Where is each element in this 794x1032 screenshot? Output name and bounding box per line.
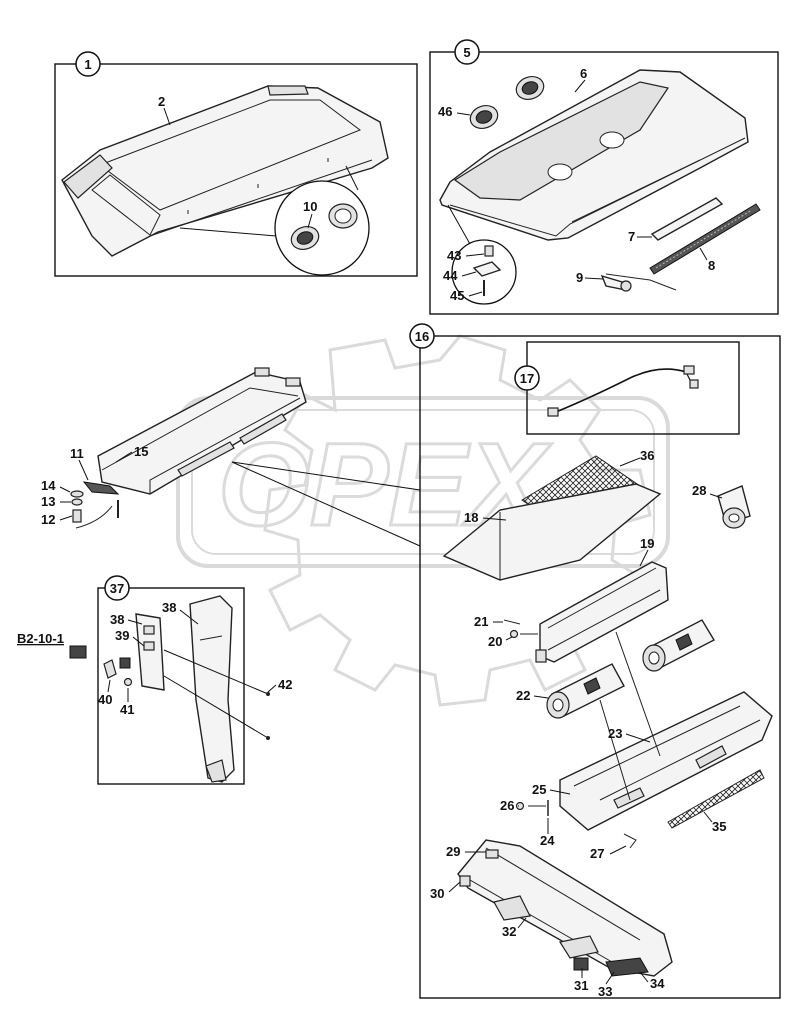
hvac-housing-lower-part bbox=[457, 839, 673, 977]
reference-part-icon bbox=[69, 645, 87, 659]
callout-28: 28 bbox=[692, 483, 706, 498]
evaporator-part-19 bbox=[535, 561, 669, 663]
callout-24: 24 bbox=[540, 833, 555, 848]
vent-detail-circle bbox=[179, 165, 370, 276]
wire-harness-part bbox=[547, 365, 699, 417]
callout-27: 27 bbox=[590, 846, 604, 861]
group-1: 1 2 10 bbox=[54, 51, 418, 277]
callout-29: 29 bbox=[446, 844, 460, 859]
callout-19: 19 bbox=[640, 536, 654, 551]
group-17-label: 17 bbox=[520, 371, 534, 386]
group-37: 37 38 38 39 40 41 bbox=[97, 575, 270, 785]
callout-32: 32 bbox=[502, 924, 516, 939]
callout-9: 9 bbox=[576, 270, 583, 285]
group-37-label: 37 bbox=[110, 581, 124, 596]
group-16-label: 16 bbox=[415, 329, 429, 344]
callout-31: 31 bbox=[574, 978, 588, 993]
filter-plate-part-18 bbox=[442, 483, 662, 581]
callout-15: 15 bbox=[134, 444, 148, 459]
callout-38-right: 38 bbox=[162, 600, 176, 615]
pillar-trim-part bbox=[189, 595, 235, 783]
callout-8: 8 bbox=[708, 258, 715, 273]
group-1-badge bbox=[75, 51, 101, 77]
callout-6: 6 bbox=[580, 66, 587, 81]
callout-36: 36 bbox=[640, 448, 654, 463]
group-1-frame bbox=[54, 63, 418, 277]
reference-link[interactable]: B2-10-1 bbox=[17, 631, 64, 646]
callout-40: 40 bbox=[98, 692, 112, 707]
callout-20: 20 bbox=[488, 634, 502, 649]
blower-motor-part-22b bbox=[642, 619, 715, 672]
callout-46: 46 bbox=[438, 104, 452, 119]
group-17: 17 bbox=[514, 341, 740, 435]
console-assembly bbox=[97, 367, 421, 547]
seal-part-8 bbox=[649, 203, 761, 275]
group-5-label: 5 bbox=[463, 45, 470, 60]
callout-13: 13 bbox=[41, 494, 55, 509]
vent-knob-46b bbox=[515, 76, 545, 100]
switch-panel-part bbox=[103, 613, 270, 740]
knob-part-28 bbox=[717, 485, 751, 529]
callout-18: 18 bbox=[464, 510, 478, 525]
callout-44: 44 bbox=[443, 268, 458, 283]
callout-2: 2 bbox=[158, 94, 165, 109]
callout-23: 23 bbox=[608, 726, 622, 741]
group-37-frame bbox=[97, 587, 245, 785]
group-5: 5 bbox=[429, 39, 779, 315]
callout-42: 42 bbox=[278, 677, 292, 692]
callout-12: 12 bbox=[41, 512, 55, 527]
strip-part-7 bbox=[650, 197, 724, 241]
callout-7: 7 bbox=[628, 229, 635, 244]
callout-41: 41 bbox=[120, 702, 134, 717]
group-1-label: 1 bbox=[84, 57, 91, 72]
group-17-badge bbox=[514, 365, 540, 391]
clip-part-9 bbox=[600, 273, 677, 292]
filter-strip-part-35 bbox=[667, 769, 765, 829]
callout-26: 26 bbox=[500, 798, 514, 813]
roof-panel-part bbox=[61, 85, 389, 257]
group-37-badge bbox=[104, 575, 130, 601]
callout-10: 10 bbox=[303, 199, 317, 214]
headliner-panel-part bbox=[439, 69, 749, 241]
group-16-badge bbox=[409, 323, 435, 349]
vent-knob-46a bbox=[469, 105, 499, 129]
callout-22: 22 bbox=[516, 688, 530, 703]
reference-b2-10-1[interactable]: B2-10-1 bbox=[17, 631, 87, 659]
fasteners-20-21 bbox=[503, 619, 538, 639]
bracket-parts-11-14 bbox=[70, 481, 120, 529]
callout-39: 39 bbox=[115, 628, 129, 643]
callout-30: 30 bbox=[430, 886, 444, 901]
callout-35: 35 bbox=[712, 819, 726, 834]
blower-motor-part-22a bbox=[546, 663, 625, 719]
group-16-frame bbox=[419, 335, 781, 999]
callout-21: 21 bbox=[474, 614, 488, 629]
fasteners-24-26 bbox=[515, 800, 549, 816]
callout-38-left: 38 bbox=[110, 612, 124, 627]
callout-43: 43 bbox=[447, 248, 461, 263]
callout-14: 14 bbox=[41, 478, 56, 493]
group-16: 16 bbox=[409, 323, 781, 999]
callout-34: 34 bbox=[650, 976, 665, 991]
group-5-badge bbox=[454, 39, 480, 65]
clip-part-27 bbox=[623, 833, 637, 849]
hvac-housing-upper-part-23 bbox=[559, 631, 773, 831]
callout-11: 11 bbox=[70, 446, 84, 461]
callout-25: 25 bbox=[532, 782, 546, 797]
callout-45: 45 bbox=[450, 288, 464, 303]
group-5-frame bbox=[429, 51, 779, 315]
callout-33: 33 bbox=[598, 984, 612, 999]
